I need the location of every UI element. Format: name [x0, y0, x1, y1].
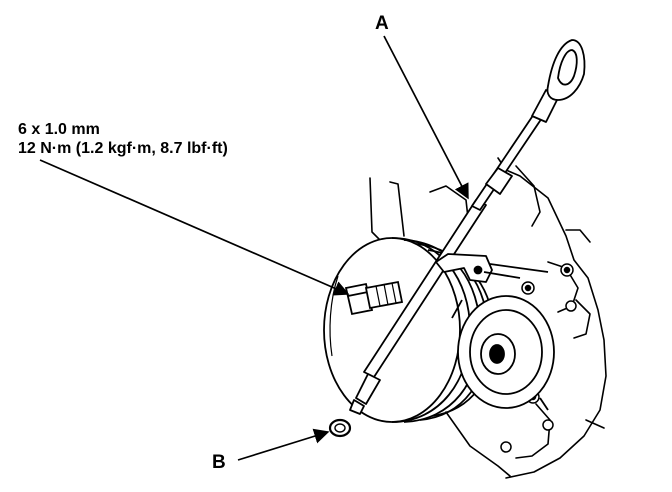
leader-line-a: [383, 35, 469, 200]
bolt-spec-label: 6 x 1.0 mm 12 N·m (1.2 kgf·m, 8.7 lbf·ft…: [18, 120, 228, 158]
block-fasteners: [500, 263, 577, 453]
o-ring-b: [328, 418, 352, 438]
callout-label-b: B: [212, 452, 226, 473]
leader-lines: [39, 35, 469, 461]
leader-line-b: [237, 428, 330, 461]
bolt-torque-text: 12 N·m (1.2 kgf·m, 8.7 lbf·ft): [18, 140, 228, 157]
leader-line-bolt: [39, 159, 350, 296]
idler-pulley: [451, 295, 555, 411]
bolt-size-text: 6 x 1.0 mm: [18, 121, 100, 138]
dipstick-a: [471, 39, 586, 211]
callout-label-a: A: [375, 13, 389, 34]
mounting-bolt: [344, 280, 404, 316]
dipstick-tube: [349, 199, 549, 415]
